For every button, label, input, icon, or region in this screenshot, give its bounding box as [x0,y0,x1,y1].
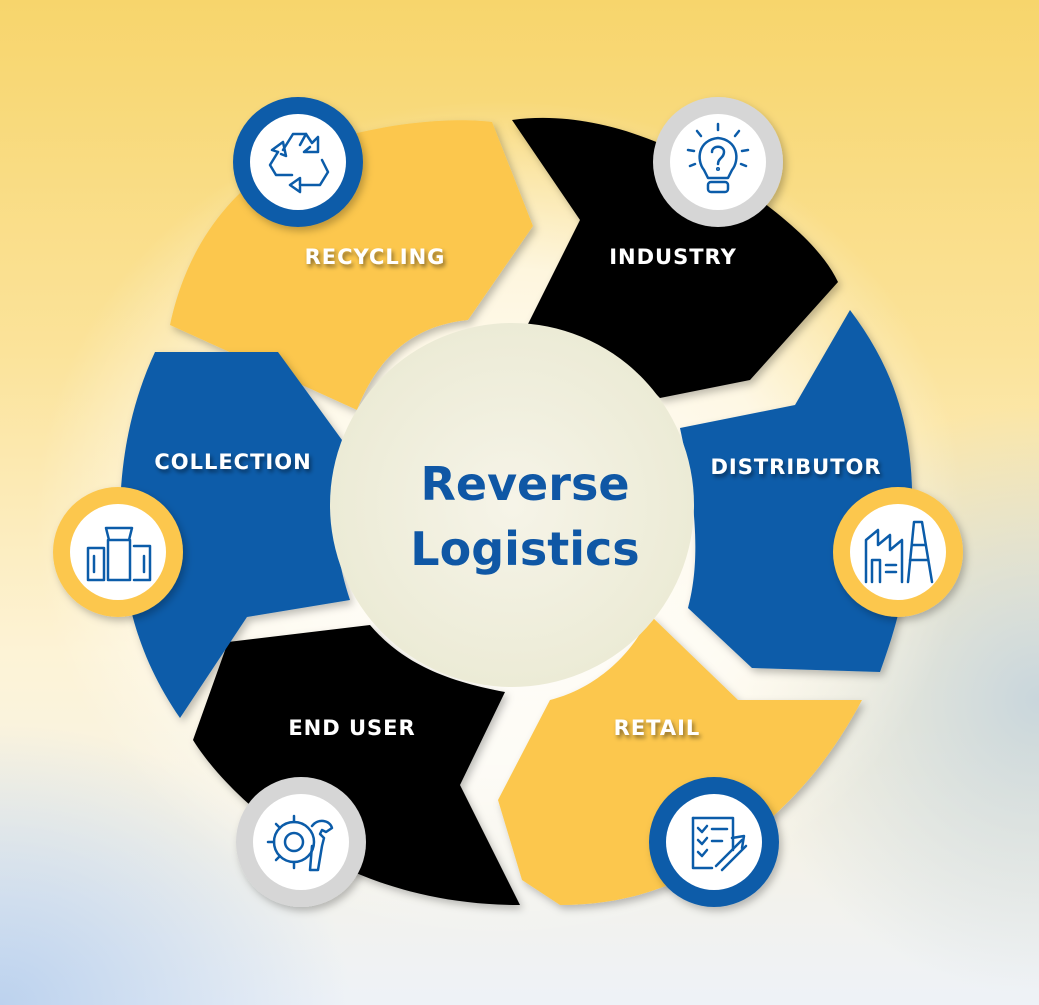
label-distributor: DISTRIBUTOR [710,455,881,479]
buildings-icon [53,487,183,617]
segment-industry [512,117,838,398]
lightbulb-icon [653,97,783,227]
label-recycling: RECYCLING [305,245,446,269]
segment-end-user [193,625,520,905]
clipboard-checklist-icon [649,777,779,907]
segment-collection [120,352,350,718]
factory-icon [833,487,963,617]
center-hub: Reverse Logistics [330,323,694,687]
label-industry: INDUSTRY [609,245,737,269]
gear-wrench-icon [236,777,366,907]
segment-retail [498,615,862,905]
label-collection: COLLECTION [154,450,311,474]
title-line-2: Logistics [410,522,639,576]
recycle-icon [233,97,363,227]
label-end-user: END USER [288,716,415,740]
title-line-1: Reverse [420,457,629,511]
label-retail: RETAIL [614,716,701,740]
